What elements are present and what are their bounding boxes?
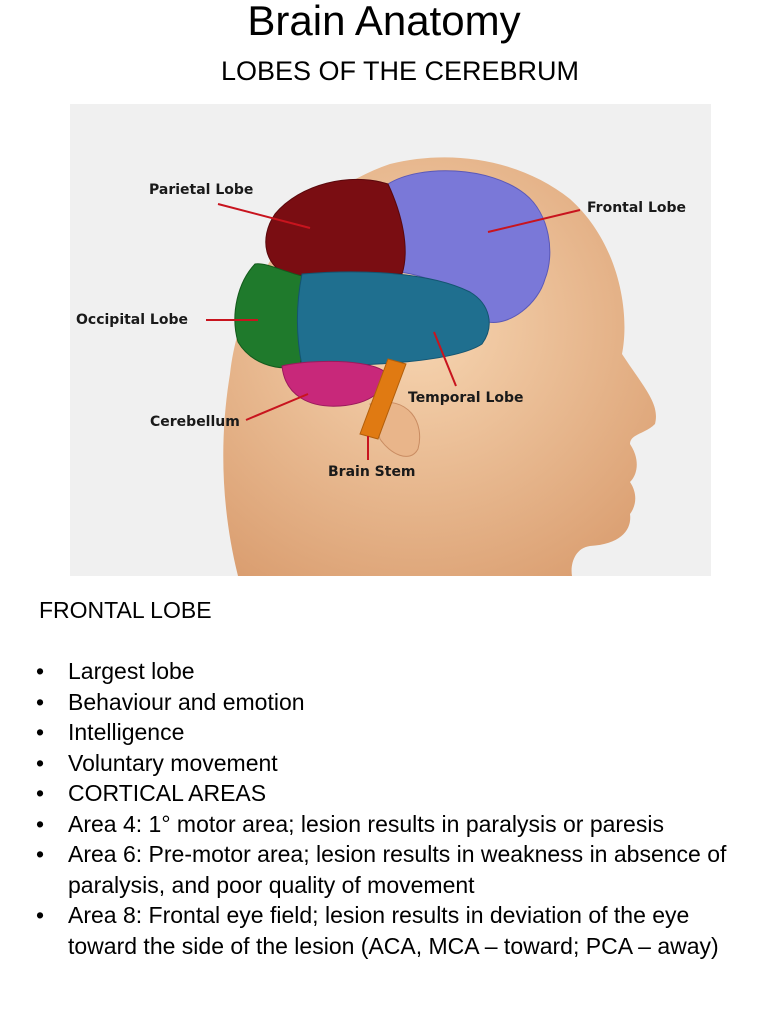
list-item-text: Largest lobe: [68, 658, 195, 684]
brain-stem-label: Brain Stem: [328, 464, 416, 480]
list-item: • Behaviour and emotion: [30, 687, 730, 718]
brain-lobes-illustration: Parietal Lobe Frontal Lobe Occipital Lob…: [76, 157, 686, 576]
bullet-icon: •: [36, 749, 45, 776]
list-item-text: Area 8: Frontal eye field; lesion result…: [68, 902, 719, 959]
occipital-lobe: [234, 263, 306, 369]
list-item: • Voluntary movement: [30, 748, 730, 779]
slide-title: Brain Anatomy: [247, 0, 521, 44]
bullet-list: • Largest lobe • Behaviour and emotion • In…: [30, 656, 730, 961]
list-item-text: Area 4: 1° motor area; lesion results in…: [68, 810, 664, 837]
list-item: • CORTICAL AREAS: [30, 778, 730, 809]
parietal-leader-line: [217, 203, 311, 229]
list-item: • Area 4: 1° motor area; lesion results i…: [30, 809, 730, 840]
bullet-icon: •: [36, 658, 45, 684]
section-heading: FRONTAL LOBE: [39, 597, 212, 623]
frontal-leader-line: [487, 209, 581, 233]
occipital-lobe-label: Occipital Lobe: [76, 312, 188, 328]
list-item-text: CORTICAL AREAS: [68, 780, 267, 806]
bullet-icon: •: [36, 688, 45, 715]
list-item: • Largest lobe: [30, 656, 730, 687]
bullet-icon: •: [36, 902, 45, 928]
bullet-icon: •: [36, 719, 45, 745]
slide-subtitle: LOBES OF THE CEREBRUM: [220, 56, 580, 86]
cerebellum-label: Cerebellum: [150, 414, 240, 430]
list-item: • Area 8: Frontal eye field; lesion resul…: [30, 900, 730, 961]
list-item: • Intelligence: [30, 717, 730, 748]
bullet-icon: •: [36, 841, 45, 867]
parietal-lobe-label: Parietal Lobe: [149, 182, 253, 198]
temporal-leader-line: [433, 331, 457, 387]
brain-stem: [359, 358, 407, 440]
list-item: • Area 6: Pre-motor area; lesion results …: [30, 839, 730, 900]
temporal-lobe: [297, 271, 490, 367]
parietal-lobe: [265, 178, 406, 277]
list-item-text: Area 6: Pre-motor area; lesion results i…: [68, 841, 727, 898]
temporal-lobe-label: Temporal Lobe: [408, 390, 524, 406]
cerebellum-leader-line: [245, 393, 309, 421]
frontal-lobe-label: Frontal Lobe: [587, 200, 686, 216]
list-item-text: Intelligence: [68, 719, 185, 745]
brain-lobes-figure: Parietal Lobe Frontal Lobe Occipital Lob…: [70, 104, 711, 576]
list-item-text: Behaviour and emotion: [68, 688, 305, 715]
bullet-icon: •: [36, 780, 45, 806]
list-item-text: Voluntary movement: [68, 749, 278, 776]
bullet-icon: •: [36, 810, 45, 837]
